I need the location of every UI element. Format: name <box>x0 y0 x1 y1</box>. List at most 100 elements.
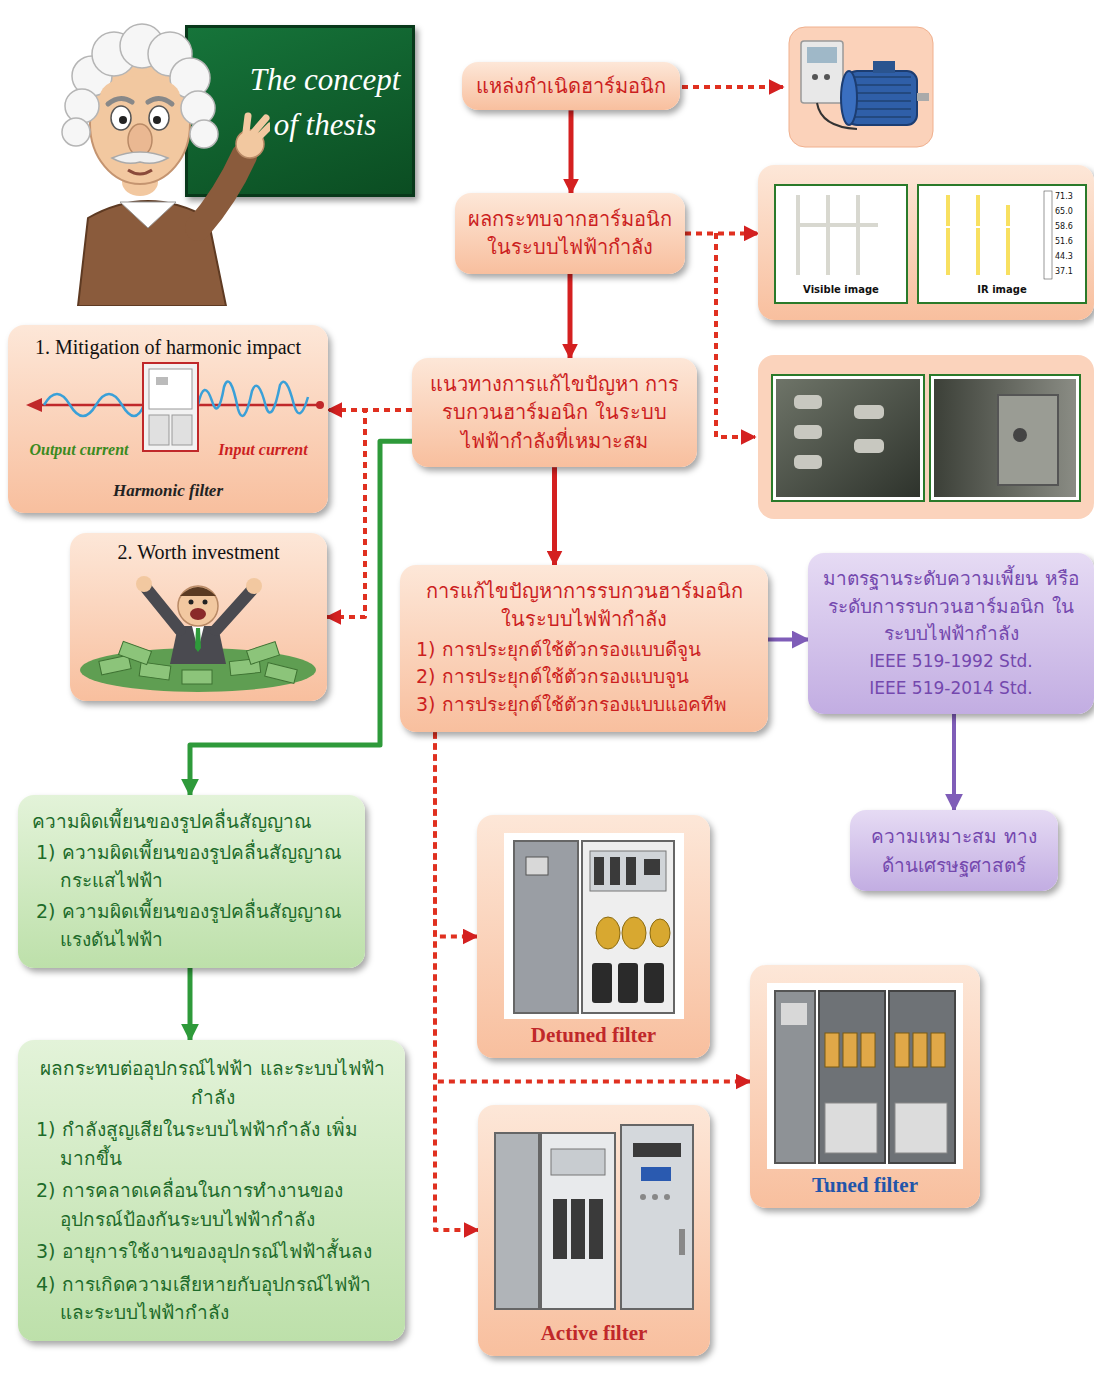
motor-picture-part <box>824 74 830 80</box>
diagram-title: The concept of thesis <box>238 58 412 148</box>
cabinet-picture-part-part <box>652 1194 658 1200</box>
motor-picture-part <box>853 77 911 117</box>
cabinet-picture-part-part <box>618 963 638 1003</box>
money-illustration-part-part <box>265 663 297 684</box>
cabinet-picture-part <box>825 1103 947 1153</box>
equipment-photos-part <box>930 375 1080 501</box>
node-subtext: 4) การเกิดความเสียหายกับอุปกรณ์ไฟฟ้า และ… <box>36 1270 393 1327</box>
cabinet-picture-part-part <box>589 1199 603 1259</box>
node-subtext: 2) ความผิดเพี้ยนของรูปคลื่นสัญญาณ แรงดัน… <box>36 897 353 954</box>
filter-box: Active filter <box>478 1105 710 1356</box>
filter-illustration-part <box>316 401 324 409</box>
process-box: แนวทางการแก้ไขปัญหา การรบกวนฮาร์มอนิก ใน… <box>412 358 697 467</box>
node-text: แนวทางการแก้ไขปัญหา การรบกวนฮาร์มอนิก ใน… <box>420 370 689 455</box>
motor-picture <box>787 25 937 151</box>
node-text: ความผิดเพี้ยนของรูปคลื่นสัญญาณ <box>32 807 353 836</box>
connector-arrow <box>435 732 477 936</box>
equipment-photos-part <box>998 395 1058 485</box>
connector-arrow <box>685 231 758 235</box>
connector-arrow <box>768 638 808 642</box>
cabinet-picture-part-part <box>650 919 670 947</box>
thermal-images-part <box>798 195 878 275</box>
node-text: แหล่งกำเนิดฮาร์มอนิก <box>470 72 672 100</box>
money-illustration-part <box>190 608 206 620</box>
node-subtext: 3) อายุการใช้งานของอุปกรณ์ไฟฟ้าสั้นลง <box>36 1237 393 1266</box>
equipment-photos-part <box>758 355 1094 519</box>
cabinet-picture-part <box>526 857 548 875</box>
money-illustration-part-part <box>182 670 212 684</box>
cabinet-picture-part <box>889 991 955 1163</box>
cabinet-picture-part <box>641 1167 671 1181</box>
node-text: Tuned filter <box>750 1173 980 1198</box>
filter-illustration-part <box>149 369 192 409</box>
cabinet-picture-part-part <box>895 1103 947 1153</box>
thermal-images-part <box>775 185 907 303</box>
cabinet-picture-part-part <box>640 1194 646 1200</box>
cabinet-picture-part <box>590 851 666 891</box>
equipment-photos-part <box>934 379 1076 497</box>
cabinet-picture-part-part <box>664 1194 670 1200</box>
thermal-images <box>758 165 1094 320</box>
cabinet-picture-part-part <box>644 963 664 1003</box>
equipment-photos-part <box>1013 428 1027 442</box>
node-subtext: Harmonic filter <box>68 481 268 501</box>
cabinet-picture-part-part <box>571 1199 585 1259</box>
node-text: ผลกระทบจากฮาร์มอนิก ในระบบไฟฟ้ากำลัง <box>463 205 677 262</box>
professor-cartoon <box>30 6 270 306</box>
cabinet-picture-part <box>592 963 664 1003</box>
node-subtext: 1) ความผิดเพี้ยนของรูปคลื่นสัญญาณ กระแสไ… <box>36 838 353 895</box>
cabinet-picture-part <box>640 1194 670 1200</box>
cabinet-picture-part <box>514 841 578 1013</box>
scale-value: 44.3 <box>1055 252 1073 262</box>
filter-illustration-part <box>44 394 144 416</box>
professor-cartoon-part <box>111 106 131 130</box>
money-illustration-part <box>178 586 218 626</box>
connector-arrow <box>188 968 193 1041</box>
motor-picture-part <box>807 47 837 63</box>
cabinet-picture-part <box>541 1133 615 1309</box>
node-text: 1. Mitigation of harmonic impact <box>8 336 328 359</box>
professor-cartoon-part <box>149 106 169 130</box>
money-illustration-part-part <box>119 641 152 664</box>
professor-cartoon-part <box>108 98 172 104</box>
cabinet-picture-part-part <box>553 1199 567 1259</box>
filter-illustration-part <box>172 415 192 445</box>
motor-picture-part <box>801 41 843 103</box>
equipment-photos <box>758 355 1094 521</box>
money-illustration-part <box>189 600 194 605</box>
connector-arrow <box>552 467 557 565</box>
professor-cartoon-part <box>100 76 180 116</box>
cabinet-picture-part <box>551 1149 605 1175</box>
thermal-images-part <box>938 226 1028 228</box>
filter-illustration-part <box>156 377 168 385</box>
node-subtext: IR image <box>918 284 1086 295</box>
cabinet-picture <box>504 833 684 1019</box>
money-illustration-part-part <box>99 655 131 675</box>
process-box: แหล่งกำเนิดฮาร์มอนิก <box>462 62 680 110</box>
money-illustration-part <box>195 628 201 652</box>
equipment-photos-part <box>776 379 920 497</box>
money-illustration-part-part <box>139 662 171 680</box>
leader-arrow <box>682 85 783 89</box>
motor-picture-part <box>841 71 857 125</box>
professor-cartoon-part <box>119 116 127 124</box>
motor-picture-part <box>789 27 933 147</box>
thermal-images-part <box>779 189 903 281</box>
money-illustration-part <box>180 587 216 596</box>
cabinet-picture-part-part <box>596 917 620 949</box>
motor-picture-part <box>873 61 895 73</box>
concept-box: 2. Worth investment <box>70 533 327 701</box>
cabinet-picture-part-part <box>825 1103 877 1153</box>
thermal-images-part <box>922 189 1040 281</box>
cabinet-picture-part <box>594 857 660 885</box>
professor-cartoon-part <box>246 116 270 137</box>
node-subtext: IEEE 519-1992 Std. <box>816 648 1086 675</box>
money-illustration-part-part <box>247 642 280 665</box>
node-subtext: Output current <box>16 441 142 459</box>
equipment-photos-part <box>794 395 884 469</box>
node-text: มาตรฐานระดับความเพี้ยน หรือระดับการรบกวน… <box>816 565 1086 648</box>
cabinet-picture-part-part <box>644 859 660 875</box>
node-subtext: IEEE 519-2014 Std. <box>816 675 1086 702</box>
equipment-photos-part-part <box>794 395 822 409</box>
cabinet-picture-part <box>553 1199 603 1259</box>
